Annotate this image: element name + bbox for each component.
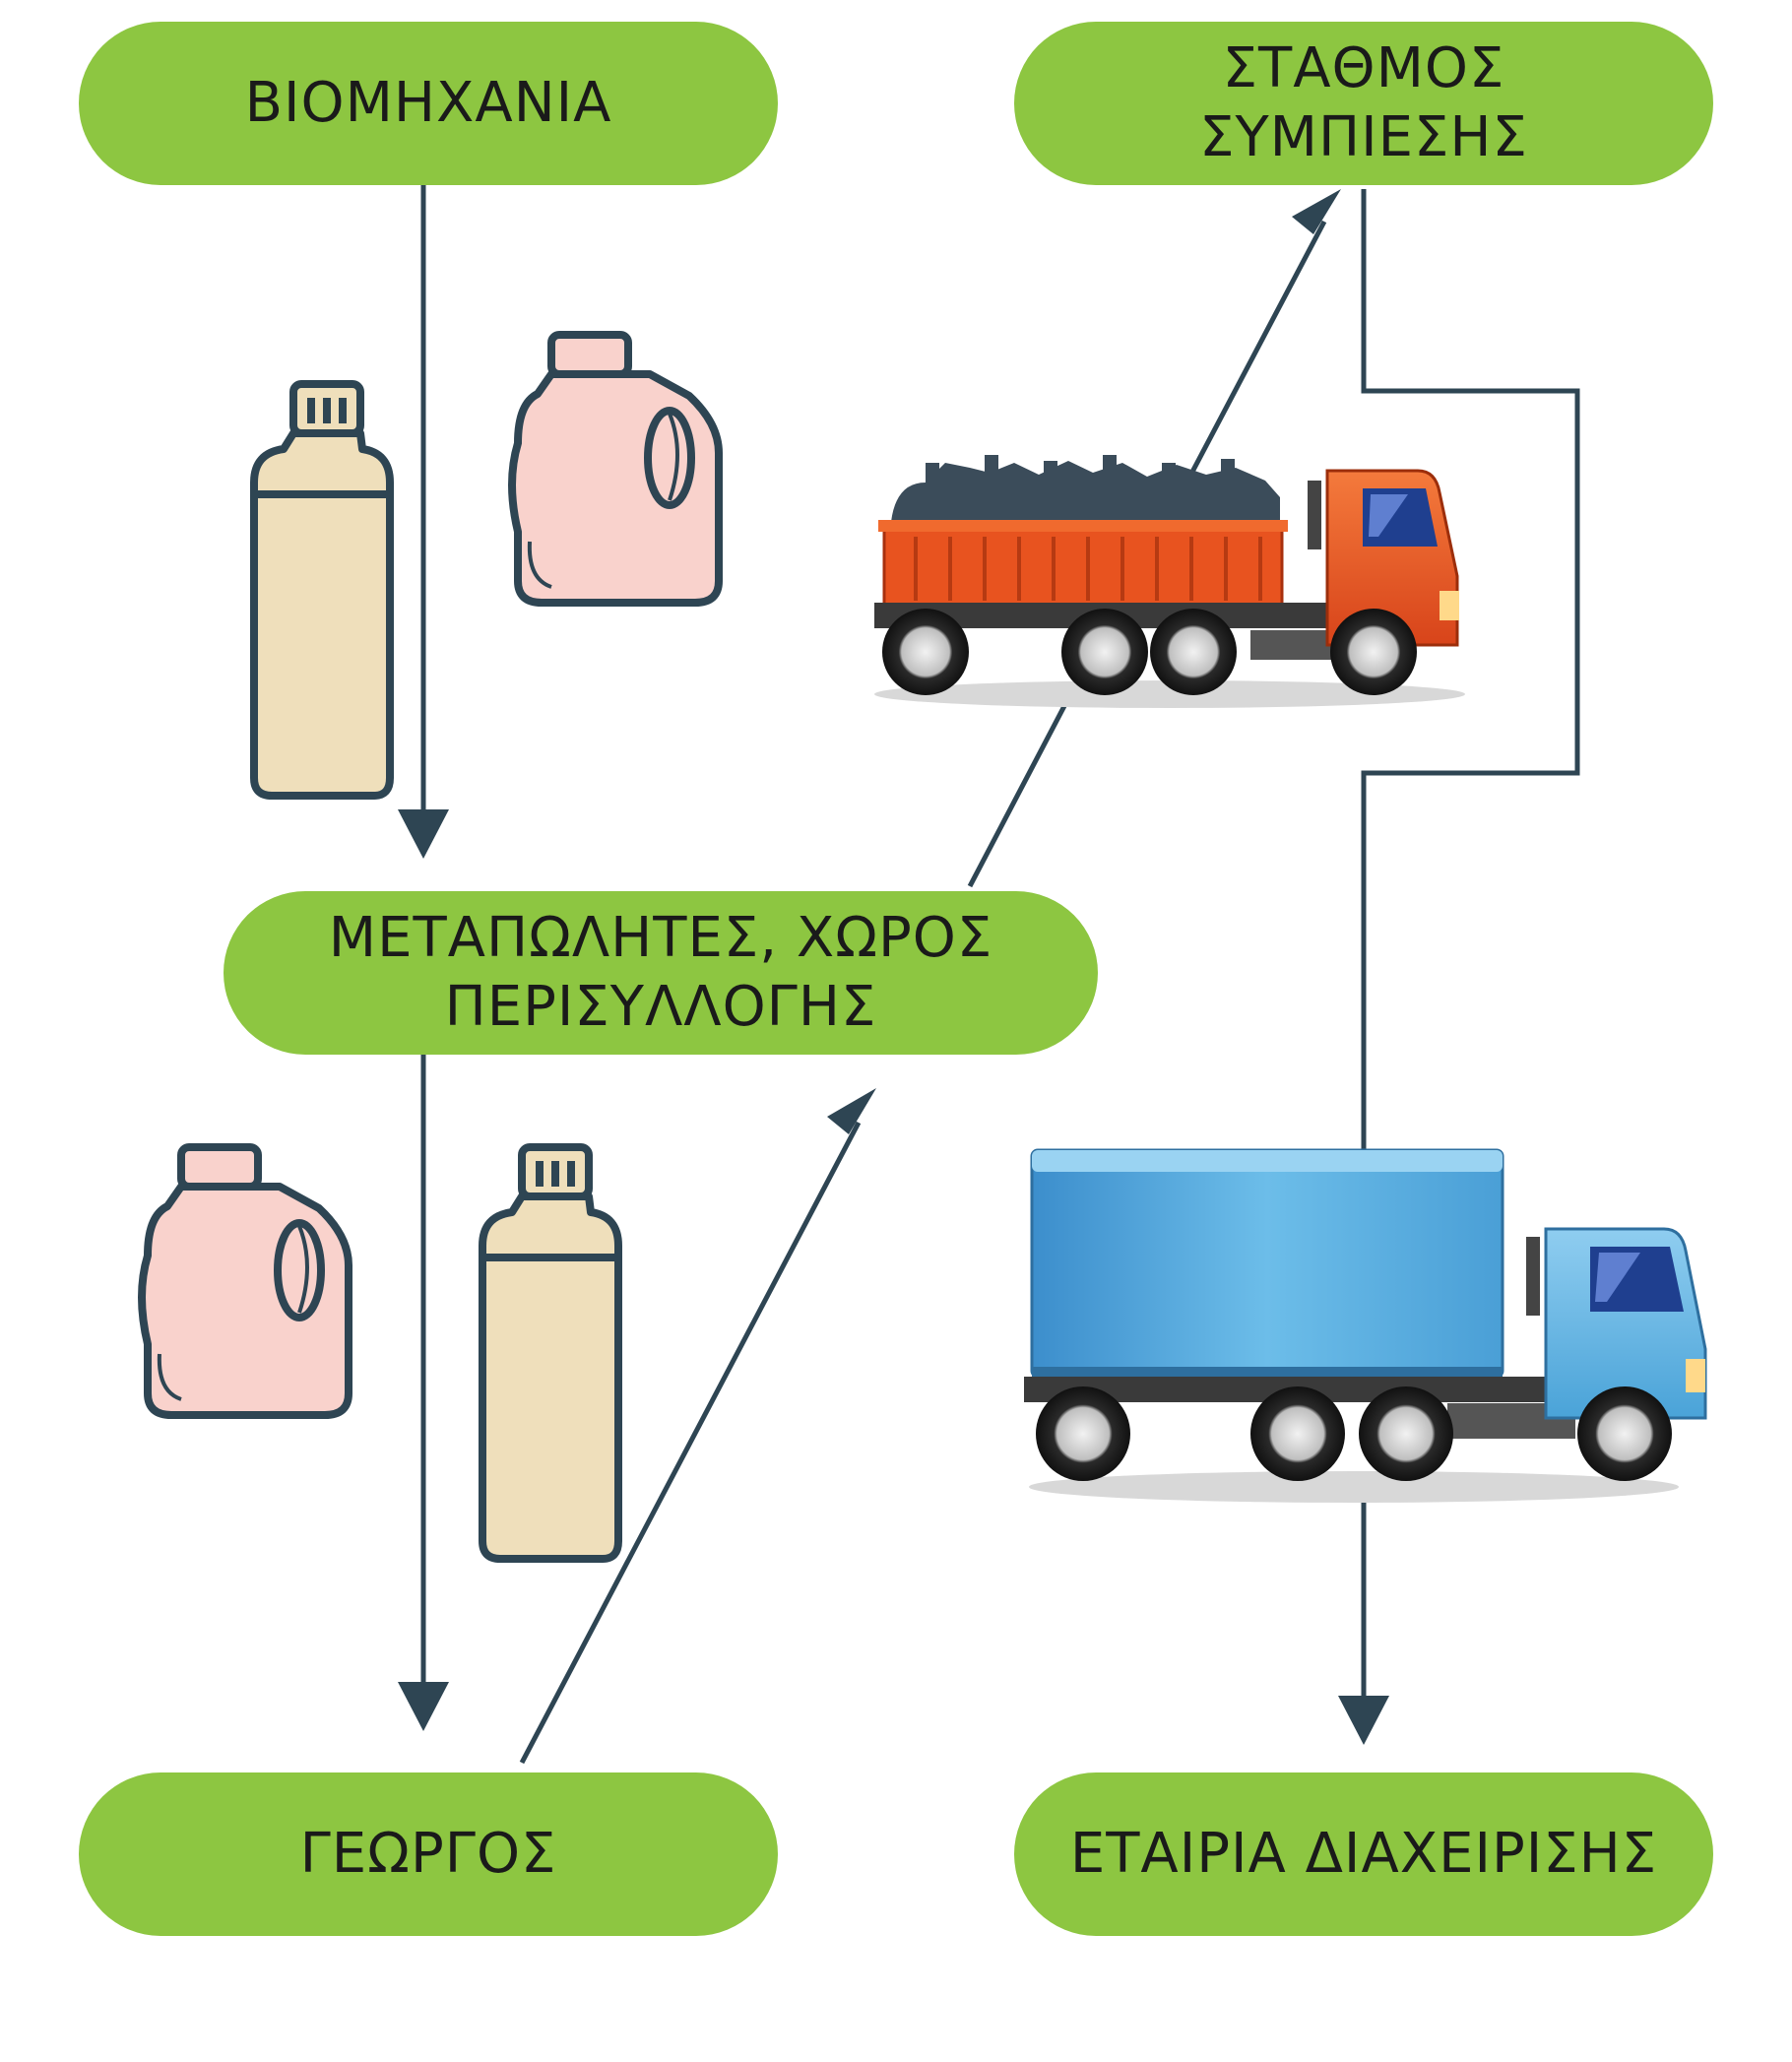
node-industry: ΒΙΟΜΗΧΑΝΙΑ [79,22,778,185]
arrowhead-down-retailers [398,809,449,859]
arrowhead-up-retailers [827,1088,876,1134]
truck-wheels [1036,1386,1672,1481]
arrowhead-down-farmer [398,1682,449,1731]
node-retailers-collection-label: ΜΕΤΑΠΩΛΗΤΕΣ, ΧΩΡΟΣ ΠΕΡΙΣΥΛΛΟΓΗΣ [328,906,993,1039]
node-retailers-collection: ΜΕΤΑΠΩΛΗΤΕΣ, ΧΩΡΟΣ ΠΕΡΙΣΥΛΛΟΓΗΣ [224,891,1098,1055]
arrow-retailers-to-truck [967,702,1068,888]
bottle-icon [479,1143,622,1563]
bottle-icon [250,380,394,800]
truck-wheels [882,609,1417,695]
node-industry-label: ΒΙΟΜΗΧΑΝΙΑ [244,71,612,135]
blue-box-truck-icon [1024,1148,1707,1503]
arrow-farmer-to-retailers [519,1121,862,1765]
node-management-company: ΕΤΑΙΡΙΑ ΔΙΑΧΕΙΡΙΣΗΣ [1014,1772,1713,1936]
orange-dump-truck-icon [874,455,1465,708]
node-compression-station-label: ΣΤΑΘΜΟΣ ΣΥΜΠΙΕΣΗΣ [1199,36,1528,169]
jug-icon [138,1143,352,1419]
arrowhead-down-company [1338,1696,1389,1745]
node-management-company-label: ΕΤΑΙΡΙΑ ΔΙΑΧΕΙΡΙΣΗΣ [1069,1822,1658,1886]
arrow-compression-to-company [1361,189,1580,1150]
jug-icon [508,331,723,607]
node-compression-station: ΣΤΑΘΜΟΣ ΣΥΜΠΙΕΣΗΣ [1014,22,1713,185]
arrowheads [398,189,1389,1745]
arrows [420,185,1580,1765]
arrow-truck-to-compression [1179,220,1327,494]
node-farmer: ΓΕΩΡΓΟΣ [79,1772,778,1936]
node-farmer-label: ΓΕΩΡΓΟΣ [299,1822,557,1886]
arrowhead-up-compression [1292,189,1341,234]
